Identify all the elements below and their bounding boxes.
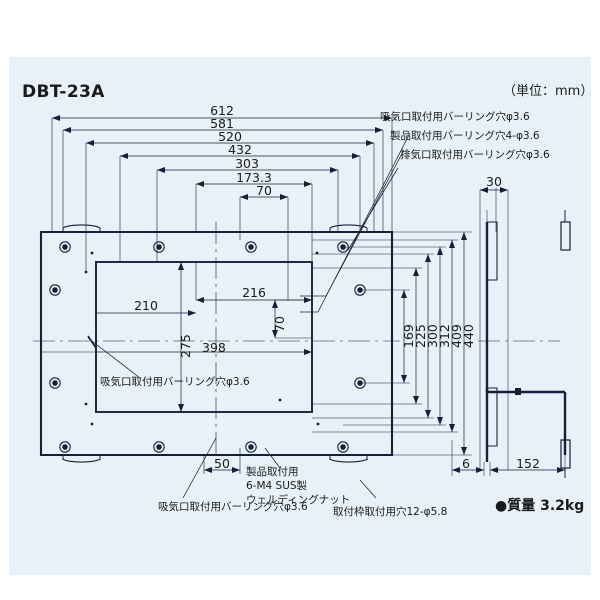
dimension-216: 216 <box>242 285 266 300</box>
dimension-398: 398 <box>202 340 226 355</box>
dimension-6: 6 <box>462 456 470 471</box>
callout-weld-nut-line3: ウェルディングナット <box>246 494 351 506</box>
dimension-210: 210 <box>134 298 158 313</box>
unit-note: （単位：mm） <box>503 84 594 99</box>
mass-label: ●質量 3.2kg <box>495 498 585 514</box>
dimension-520: 520 <box>218 129 242 144</box>
dimension-70-top: 70 <box>256 183 272 198</box>
callout-intake-burring-top: 吸気口取付用バーリング穴φ3.6 <box>380 111 530 123</box>
dimension-581: 581 <box>210 116 234 131</box>
dimension-50: 50 <box>214 456 230 471</box>
callout-frame-mount-holes: 取付枠取付用穴12-φ5.8 <box>333 506 448 518</box>
callout-weld-nut-line1: 製品取付用 <box>246 466 299 478</box>
dimension-152: 152 <box>516 456 540 471</box>
callout-weld-nut-line2: 6-M4 SUS製 <box>246 480 308 492</box>
dimension-612: 612 <box>210 103 234 118</box>
dimension-275: 275 <box>178 334 193 358</box>
callout-intake-burring-bottom: 吸気口取付用バーリング穴φ3.6 <box>158 501 308 513</box>
callout-exhaust-burring: 排気口取付用バーリング穴φ3.6 <box>400 149 550 161</box>
dimension-303: 303 <box>235 156 259 171</box>
callout-product-mount-burring: 製品取付用バーリング穴4-φ3.6 <box>390 130 540 142</box>
dimension-30: 30 <box>486 174 502 189</box>
dimension-432: 432 <box>228 142 252 157</box>
dimension-173-3: 173.3 <box>236 170 272 185</box>
dimension-70-inner: 70 <box>272 316 287 332</box>
callout-intake-burring-inner: 吸気口取付用バーリング穴φ3.6 <box>100 376 250 388</box>
dimension-440: 440 <box>461 324 476 348</box>
page-title: DBT-23A <box>22 82 105 102</box>
